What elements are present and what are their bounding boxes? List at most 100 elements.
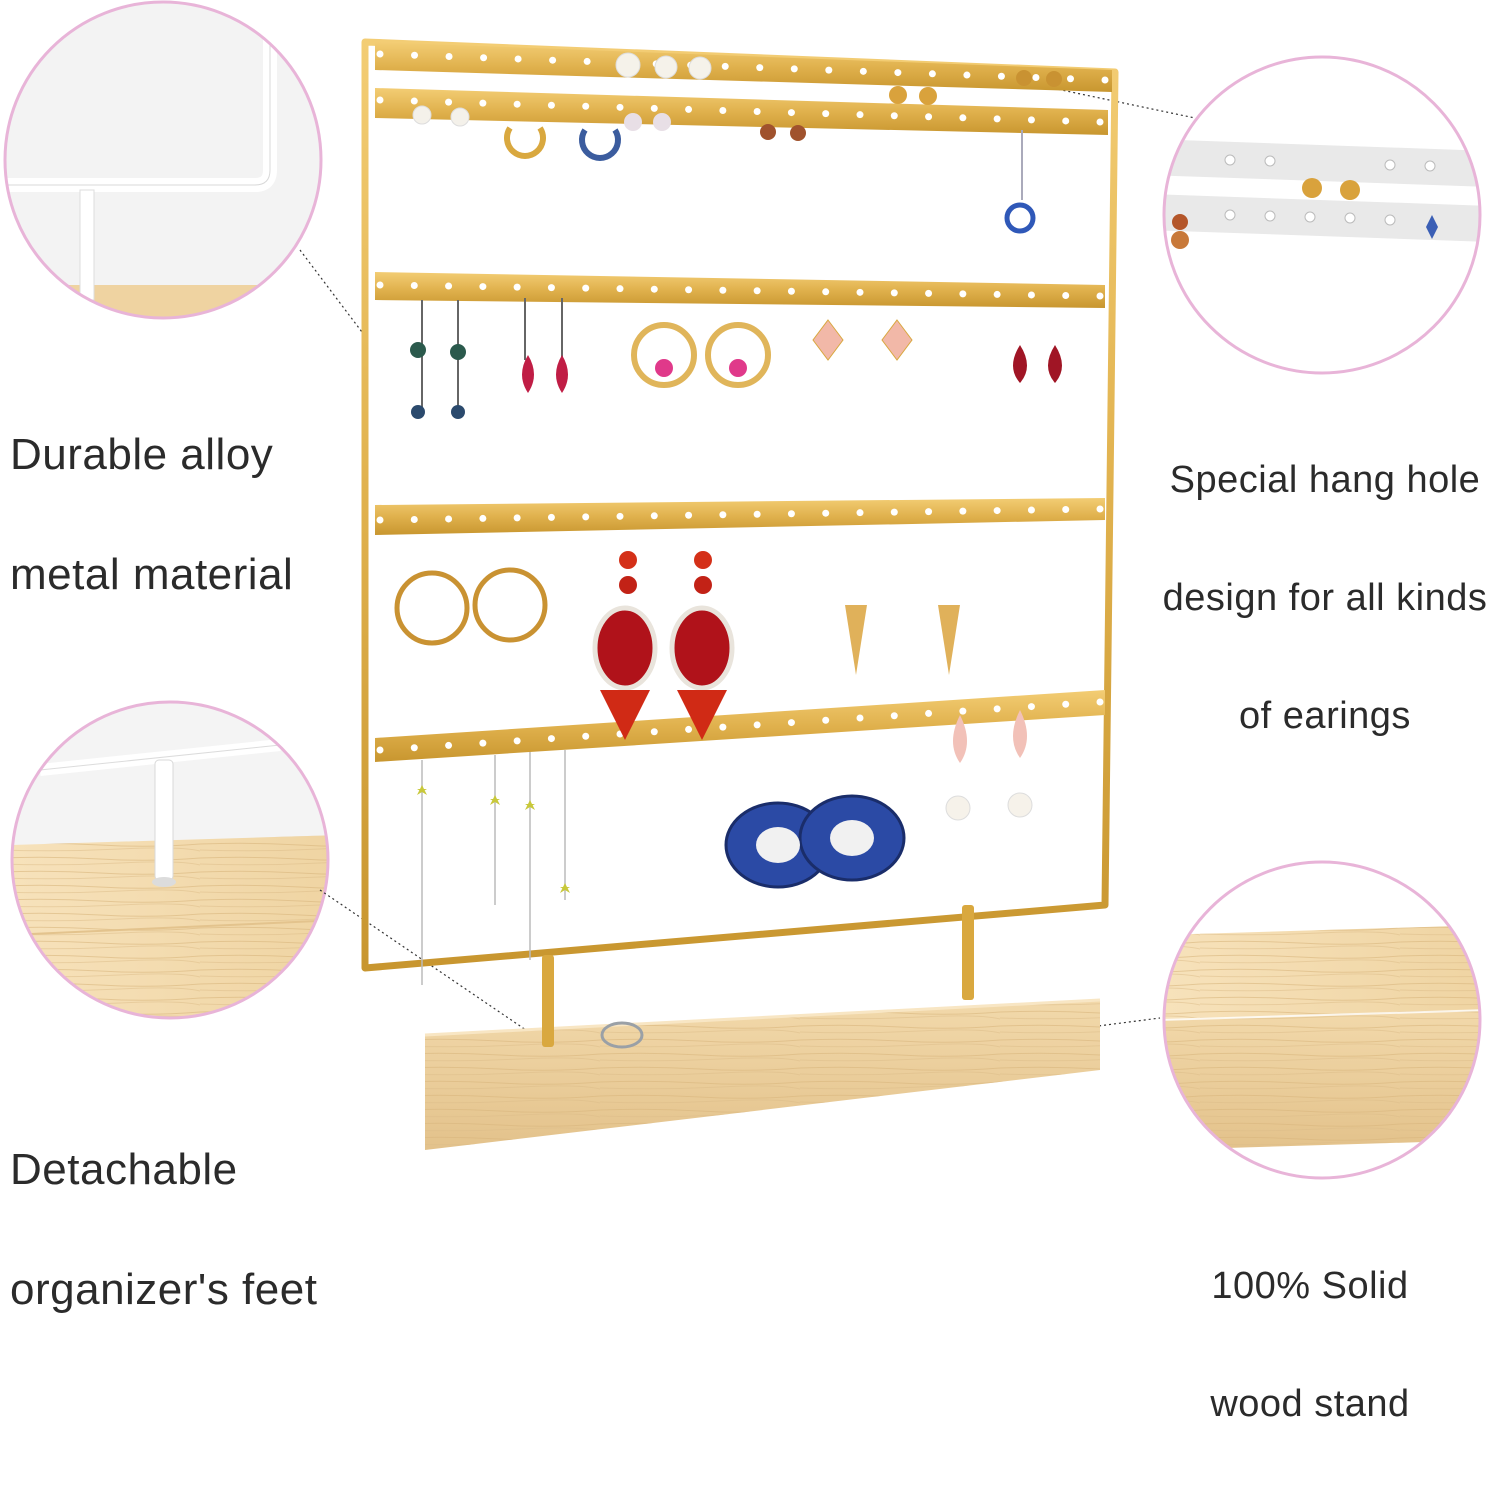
- hang-hole: [856, 111, 864, 119]
- hang-hole: [1096, 505, 1104, 513]
- hang-hole: [1096, 292, 1104, 300]
- hang-hole: [787, 287, 795, 295]
- hang-hole: [616, 512, 624, 520]
- hang-hole: [1062, 700, 1070, 708]
- hang-hole: [513, 283, 521, 291]
- hang-hole: [993, 115, 1001, 123]
- hang-hole: [787, 109, 795, 117]
- hang-hole: [480, 54, 488, 62]
- bar-holes: [376, 50, 1109, 754]
- hang-hole: [445, 741, 453, 749]
- hang-hole: [1062, 291, 1070, 299]
- hang-hole: [856, 714, 864, 722]
- hang-hole: [959, 114, 967, 122]
- caption-line: wood stand: [1210, 1383, 1410, 1425]
- hang-hole: [753, 287, 761, 295]
- hang-hole: [1066, 75, 1074, 83]
- hang-hole: [410, 282, 418, 290]
- caption-line: metal material: [10, 550, 294, 599]
- hang-hole: [547, 284, 555, 292]
- caption-line: Special hang hole: [1169, 459, 1481, 501]
- hang-hole: [513, 514, 521, 522]
- hang-hole: [479, 99, 487, 107]
- hang-hole: [1027, 703, 1035, 711]
- caption-durable-alloy: Durable alloy metal material: [10, 365, 293, 665]
- hang-hole: [1062, 506, 1070, 514]
- hang-hole: [894, 69, 902, 77]
- hang-hole: [411, 51, 419, 59]
- hang-hole: [650, 285, 658, 293]
- hang-hole: [963, 71, 971, 79]
- hang-hole: [719, 511, 727, 519]
- caption-detachable-feet: Detachable organizer's feet: [10, 1080, 317, 1380]
- hang-hole: [1027, 291, 1035, 299]
- caption-line: Durable alloy: [10, 430, 274, 479]
- hang-hole: [479, 739, 487, 747]
- hang-hole: [1032, 74, 1040, 82]
- hang-hole: [376, 96, 384, 104]
- hang-hole: [856, 288, 864, 296]
- hang-hole: [445, 282, 453, 290]
- hang-hole: [822, 716, 830, 724]
- hang-hole: [959, 290, 967, 298]
- hang-hole: [479, 514, 487, 522]
- hang-hole: [376, 516, 384, 524]
- hang-hole: [547, 513, 555, 521]
- hang-hole: [719, 106, 727, 114]
- hang-hole: [582, 513, 590, 521]
- hang-hole: [513, 737, 521, 745]
- hang-hole: [993, 290, 1001, 298]
- hang-hole: [753, 108, 761, 116]
- hang-hole: [1027, 506, 1035, 514]
- ring: [600, 1021, 644, 1049]
- caption-line: 100% Solid: [1211, 1265, 1409, 1307]
- hang-hole: [650, 104, 658, 112]
- hang-hole: [1096, 698, 1104, 706]
- hang-hole-detail-circle: [1162, 55, 1482, 375]
- hang-hole: [890, 112, 898, 120]
- hang-hole: [376, 281, 384, 289]
- hang-hole: [410, 515, 418, 523]
- hanging-bars: [375, 42, 1112, 762]
- hang-hole: [547, 101, 555, 109]
- hang-hole: [822, 110, 830, 118]
- hang-hole: [514, 55, 522, 63]
- wood-base: [424, 998, 1101, 1150]
- hang-hole: [859, 67, 867, 75]
- hang-hole: [479, 283, 487, 291]
- hang-hole: [890, 508, 898, 516]
- hang-hole: [925, 709, 933, 717]
- hang-hole: [445, 98, 453, 106]
- hang-hole: [685, 725, 693, 733]
- hang-hole: [445, 52, 453, 60]
- hang-hole: [582, 102, 590, 110]
- hang-hole: [1027, 116, 1035, 124]
- caption-line: organizer's feet: [10, 1265, 318, 1314]
- hang-hole: [753, 510, 761, 518]
- gold-feet: [542, 905, 974, 1047]
- caption-hang-hole: Special hang hole design for all kinds o…: [1150, 392, 1500, 805]
- hang-hole: [925, 113, 933, 121]
- hang-hole: [616, 103, 624, 111]
- hang-hole: [583, 57, 591, 65]
- hang-hole: [547, 735, 555, 743]
- hang-hole: [997, 72, 1005, 80]
- hang-hole: [925, 289, 933, 297]
- hang-hole: [410, 97, 418, 105]
- hang-hole: [790, 65, 798, 73]
- hang-hole: [822, 509, 830, 517]
- hang-hole: [616, 285, 624, 293]
- hang-hole: [719, 286, 727, 294]
- hang-hole: [1101, 76, 1109, 84]
- hang-hole: [549, 56, 557, 64]
- caption-wood-stand: 100% Solid wood stand: [1160, 1198, 1460, 1493]
- hang-hole: [856, 509, 864, 517]
- hang-hole: [959, 507, 967, 515]
- hang-hole: [822, 288, 830, 296]
- caption-line: of earings: [1239, 695, 1411, 737]
- hang-hole: [928, 70, 936, 78]
- caption-line: design for all kinds: [1162, 577, 1488, 619]
- hang-hole: [719, 723, 727, 731]
- hang-hole: [582, 284, 590, 292]
- hang-hole: [376, 50, 384, 58]
